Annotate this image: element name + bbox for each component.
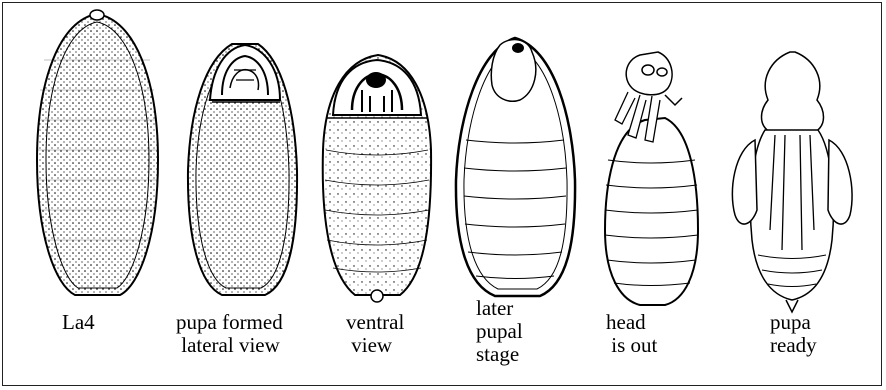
- caption-head-out: head is out: [606, 311, 657, 357]
- caption-later-pupal: later pupal stage: [476, 297, 523, 366]
- caption-pupa-ready: pupa ready: [770, 311, 817, 357]
- caption-ventral: ventral view: [346, 311, 404, 357]
- later-pupal-illustration: [456, 38, 575, 296]
- head-out-illustration: [605, 52, 698, 305]
- la4-illustration: [37, 10, 158, 295]
- caption-la4: La4: [62, 311, 95, 334]
- ventral-illustration: [323, 55, 431, 302]
- pupa-ready-illustration: [732, 52, 852, 312]
- caption-pupa-formed: pupa formed lateral view: [176, 311, 283, 357]
- pupa-formed-illustration: [188, 44, 297, 295]
